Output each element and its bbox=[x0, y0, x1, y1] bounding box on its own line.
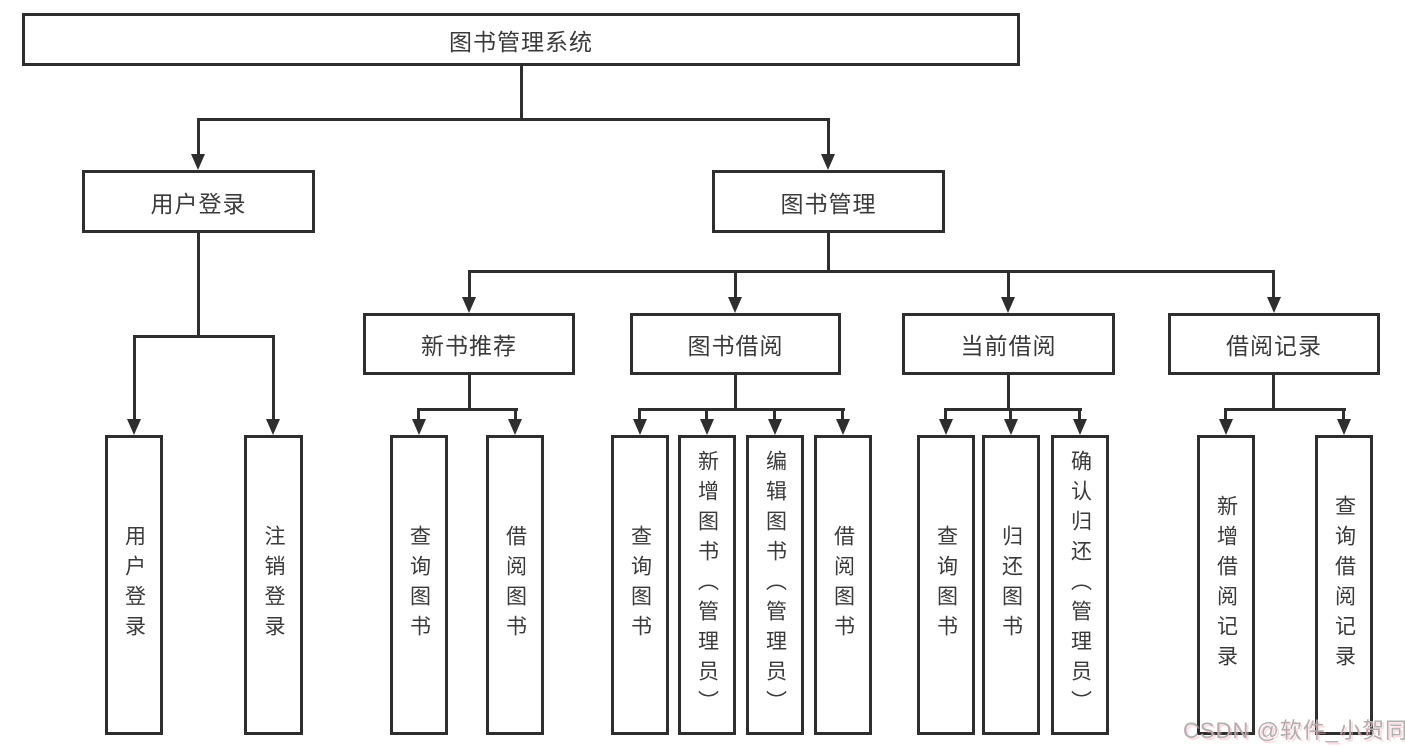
leaf-add-books-admin-label: 新增图书（管理员） bbox=[695, 450, 719, 720]
node-current-borrow: 当前借阅 bbox=[902, 313, 1115, 375]
connector-line bbox=[520, 64, 523, 120]
leaf-logout: 注销登录 bbox=[244, 435, 303, 735]
leaf-borrow-books-recommend: 借阅图书 bbox=[486, 435, 544, 735]
connector-arrowhead bbox=[821, 154, 835, 170]
node-root: 图书管理系统 bbox=[22, 13, 1020, 66]
leaf-borrow-books-label: 借阅图书 bbox=[831, 525, 855, 645]
connector-line bbox=[514, 408, 517, 421]
connector-arrowhead bbox=[191, 154, 205, 170]
connector-line bbox=[734, 270, 737, 299]
node-borrow-records-label: 借阅记录 bbox=[1226, 333, 1322, 359]
leaf-borrow-books-recommend-label: 借阅图书 bbox=[503, 525, 527, 645]
leaf-confirm-return-admin-label: 确认归还（管理员） bbox=[1068, 450, 1092, 720]
leaf-add-books-admin: 新增图书（管理员） bbox=[678, 435, 736, 735]
connector-arrowhead bbox=[127, 419, 141, 435]
node-book-borrow-label: 图书借阅 bbox=[687, 333, 784, 359]
connector-line bbox=[133, 335, 275, 338]
leaf-logout-label: 注销登录 bbox=[262, 525, 285, 645]
connector-line bbox=[827, 118, 830, 156]
connector-line bbox=[1078, 408, 1081, 421]
connector-arrowhead bbox=[939, 419, 953, 435]
connector-line bbox=[197, 231, 200, 337]
connector-line bbox=[1224, 408, 1227, 421]
connector-arrowhead bbox=[1219, 419, 1233, 435]
connector-line bbox=[272, 335, 275, 421]
connector-arrowhead bbox=[633, 419, 647, 435]
connector-arrowhead bbox=[728, 297, 742, 313]
connector-arrowhead bbox=[1001, 297, 1015, 313]
watermark: CSDN @软件_小贺同学 bbox=[1183, 718, 1405, 743]
connector-arrowhead bbox=[1337, 419, 1351, 435]
connector-line bbox=[734, 375, 737, 410]
connector-arrowhead bbox=[768, 419, 782, 435]
node-new-book-recommend: 新书推荐 bbox=[363, 313, 575, 375]
connector-line bbox=[827, 231, 830, 272]
connector-line bbox=[1007, 375, 1010, 410]
connector-line bbox=[1342, 408, 1345, 421]
leaf-user-login-label: 用户登录 bbox=[122, 525, 146, 645]
connector-line bbox=[1272, 270, 1275, 299]
connector-line bbox=[468, 270, 1275, 273]
node-root-label: 图书管理系统 bbox=[449, 28, 593, 55]
connector-line bbox=[468, 375, 471, 410]
connector-arrowhead bbox=[462, 297, 476, 313]
node-borrow-records: 借阅记录 bbox=[1168, 313, 1380, 375]
connector-line bbox=[133, 335, 136, 421]
connector-line bbox=[197, 118, 200, 156]
connector-arrowhead bbox=[508, 419, 522, 435]
connector-line bbox=[705, 408, 708, 421]
leaf-add-borrow-record: 新增借阅记录 bbox=[1197, 435, 1255, 735]
connector-line bbox=[1009, 408, 1012, 421]
connector-arrowhead bbox=[1073, 419, 1087, 435]
connector-line bbox=[468, 270, 471, 299]
leaf-query-borrow-record: 查询借阅记录 bbox=[1315, 435, 1373, 735]
connector-line bbox=[944, 408, 1082, 411]
node-book-management-label: 图书管理 bbox=[780, 190, 877, 217]
leaf-return-books: 归还图书 bbox=[982, 435, 1040, 735]
connector-line bbox=[1007, 270, 1010, 299]
connector-line bbox=[841, 408, 844, 421]
connector-line bbox=[417, 408, 518, 411]
leaf-query-books-recommend-label: 查询图书 bbox=[407, 525, 431, 645]
leaf-edit-books-admin: 编辑图书（管理员） bbox=[746, 435, 804, 735]
leaf-add-borrow-record-label: 新增借阅记录 bbox=[1214, 495, 1238, 675]
node-user-login-label: 用户登录 bbox=[150, 190, 247, 217]
node-book-borrow: 图书借阅 bbox=[630, 313, 841, 375]
connector-arrowhead bbox=[1267, 297, 1281, 313]
connector-line bbox=[417, 408, 420, 421]
leaf-borrow-books: 借阅图书 bbox=[814, 435, 872, 735]
node-user-login: 用户登录 bbox=[82, 170, 315, 233]
leaf-confirm-return-admin: 确认归还（管理员） bbox=[1051, 435, 1109, 735]
leaf-user-login: 用户登录 bbox=[105, 435, 163, 735]
leaf-query-borrow-record-label: 查询借阅记录 bbox=[1332, 495, 1356, 675]
connector-arrowhead bbox=[700, 419, 714, 435]
node-book-management: 图书管理 bbox=[712, 170, 945, 233]
node-current-borrow-label: 当前借阅 bbox=[960, 333, 1057, 359]
leaf-query-books-current: 查询图书 bbox=[917, 435, 975, 735]
leaf-query-books-current-label: 查询图书 bbox=[934, 525, 958, 645]
connector-line bbox=[638, 408, 845, 411]
leaf-query-books-borrow-label: 查询图书 bbox=[628, 525, 652, 645]
connector-arrowhead bbox=[836, 419, 850, 435]
connector-line bbox=[1224, 408, 1346, 411]
leaf-edit-books-admin-label: 编辑图书（管理员） bbox=[763, 450, 787, 720]
connector-arrowhead bbox=[1004, 419, 1018, 435]
connector-arrowhead bbox=[266, 419, 280, 435]
leaf-query-books-recommend: 查询图书 bbox=[390, 435, 448, 735]
connector-line bbox=[197, 118, 830, 121]
node-new-book-recommend-label: 新书推荐 bbox=[421, 333, 517, 359]
connector-line bbox=[773, 408, 776, 421]
connector-line bbox=[1272, 375, 1275, 410]
leaf-query-books-borrow: 查询图书 bbox=[611, 435, 669, 735]
leaf-return-books-label: 归还图书 bbox=[999, 525, 1023, 645]
connector-line bbox=[944, 408, 947, 421]
connector-arrowhead bbox=[412, 419, 426, 435]
connector-line bbox=[638, 408, 641, 421]
